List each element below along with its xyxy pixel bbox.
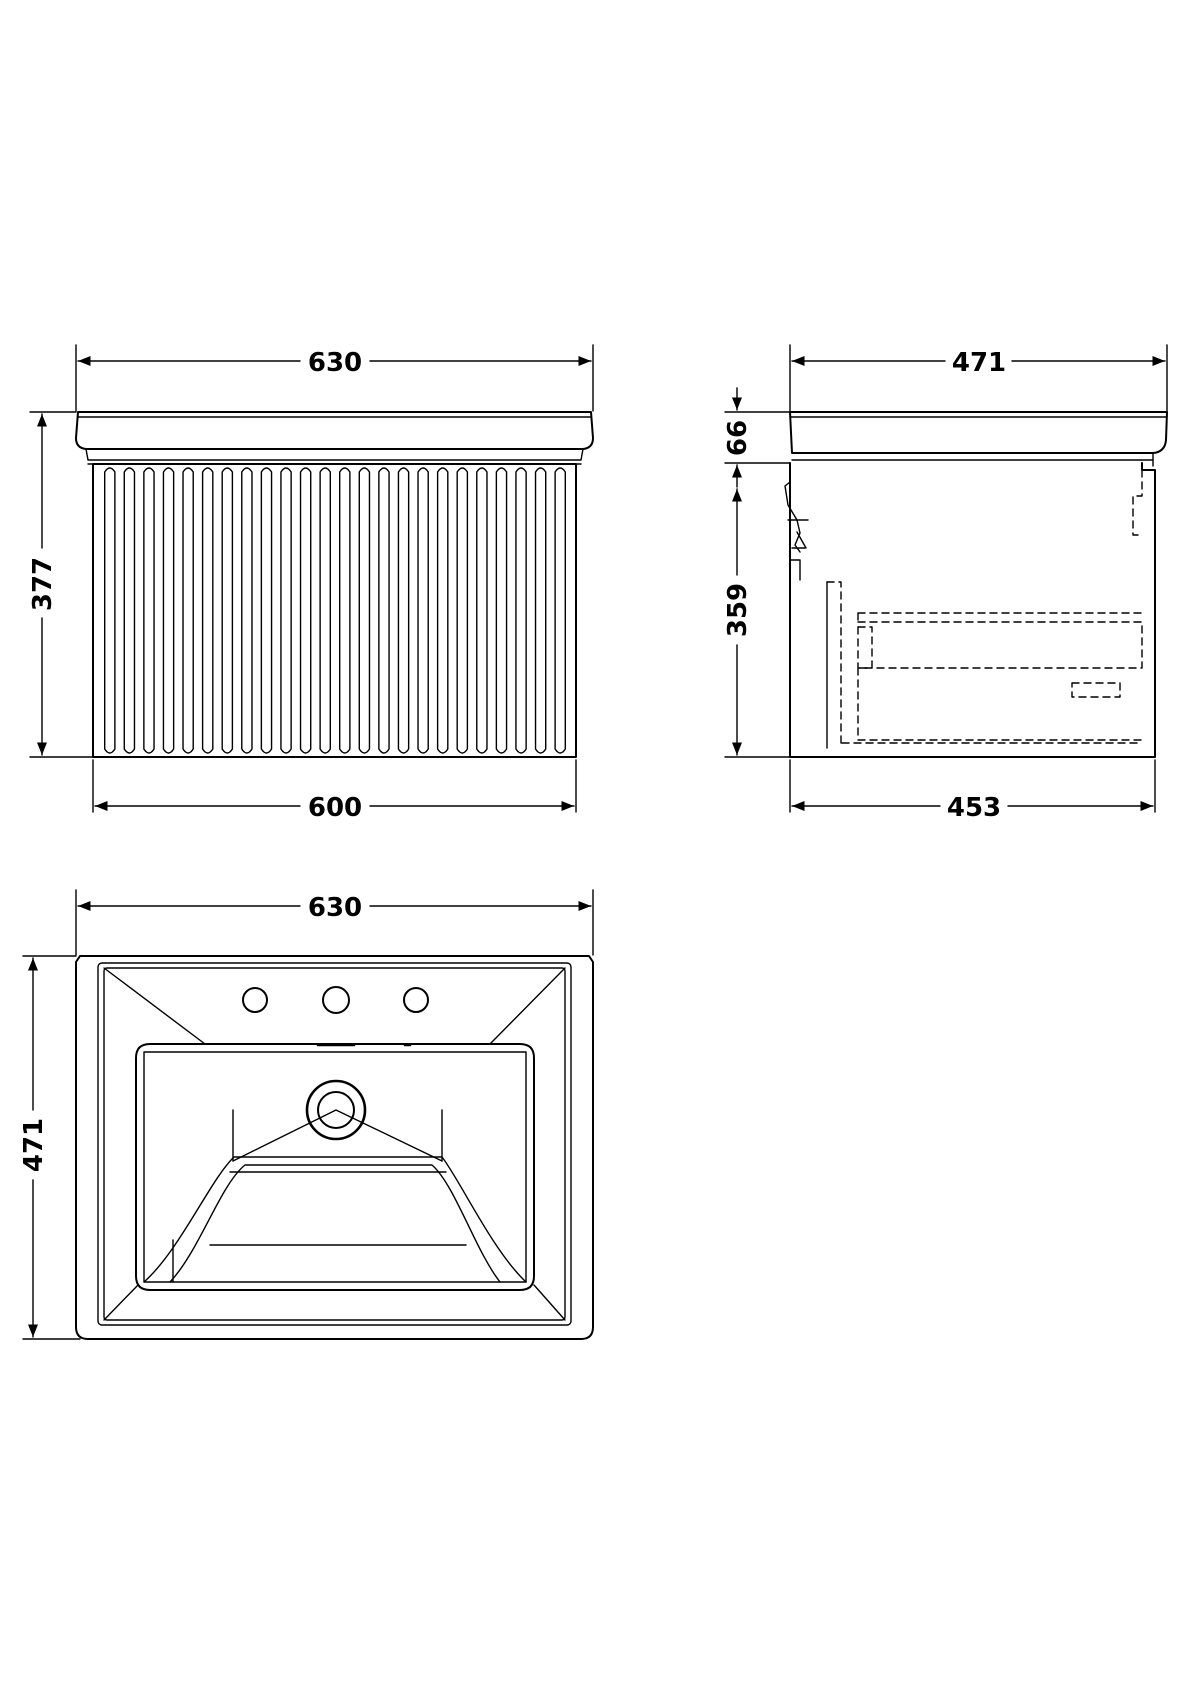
flute [319,467,331,754]
flute [358,467,371,754]
flute [260,467,273,754]
label-front-height: 377 [28,557,58,611]
flute [201,467,214,754]
label-front-width: 630 [308,348,362,378]
label-plan-width: 630 [308,893,362,923]
flute [515,467,527,754]
flute [476,467,488,754]
plan-basin-outline [75,955,594,1340]
flute [339,467,351,754]
flute [143,467,155,754]
flute [456,467,469,754]
side-basin-rim [789,411,1168,454]
label-side-cabinet-height: 359 [723,583,753,637]
dimension-front-width: 630 [77,348,592,378]
label-front-cabinet-width: 600 [308,793,362,823]
plan-bowl [135,1043,535,1291]
flute [397,467,410,754]
plan-view: 630 471 [19,889,594,1340]
side-waste-trap [784,481,809,581]
flute [495,467,508,754]
dimension-plan-depth: 471 [19,957,49,1338]
flute [299,467,312,754]
label-side-depth: 471 [952,348,1006,378]
flute [436,467,449,754]
flute [104,467,116,754]
front-cabinet [92,463,577,758]
side-cabinet [789,462,1156,758]
plan-waste [305,1079,367,1141]
dimension-side-cabinet-height: 359 [723,488,753,756]
dimension-side-cabinet-depth: 453 [791,793,1154,823]
label-side-cabinet-depth: 453 [947,793,1001,823]
flute [182,467,194,754]
flute [241,467,253,754]
label-side-basin-height: 66 [723,420,753,456]
flute [280,467,292,754]
dimension-side-basin-height: 66 [723,387,753,488]
flute [221,467,234,754]
flute [378,467,390,754]
dimension-plan-width: 630 [77,893,592,923]
flute [417,467,429,754]
dimension-front-height: 377 [28,413,58,756]
front-elevation: 630 377 600 [28,344,594,823]
side-drawer [841,612,1143,744]
dimension-front-cabinet-width: 600 [94,793,575,823]
front-cabinet-flutes [104,467,566,754]
dimension-side-depth: 471 [791,348,1166,378]
label-plan-depth: 471 [19,1118,49,1172]
flute [554,467,566,754]
side-elevation: 471 66 359 453 [723,344,1168,823]
flute [162,467,175,754]
plan-tap-holes [242,986,429,1014]
flute [534,467,547,754]
flute [123,467,136,754]
